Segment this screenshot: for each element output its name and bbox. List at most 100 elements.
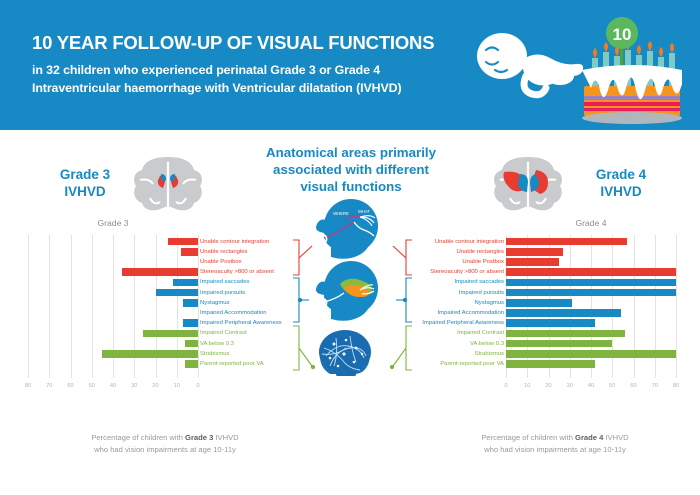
bar-impaired-saccades [506, 278, 676, 287]
bar-parent-reported-poor-va [506, 360, 596, 368]
chart-grade4-plot [506, 235, 677, 378]
bar-label: Strabismus [474, 350, 504, 357]
axis-tick-label: 80 [672, 383, 680, 389]
footer-right-suffix: IVHVD [603, 433, 629, 442]
footer-left-suffix: IVHVD [213, 433, 239, 442]
gridline [176, 235, 178, 378]
footer-right-prefix: Percentage of children with [481, 433, 576, 442]
bar-impaired-peripheral-awareness [506, 319, 596, 327]
page-subtitle-line2: Intraventricular haemorrhage with Ventri… [32, 81, 402, 96]
grade3-label: Grade 3 IVHVD [44, 167, 126, 201]
gridline [49, 235, 51, 378]
gridline [198, 235, 199, 378]
gridline [91, 235, 93, 378]
head-dorsal-ventral-stream: WHERE WHAT [300, 198, 402, 260]
center-heading: Anatomical areas primarily associated wi… [248, 144, 454, 195]
gridline [155, 235, 157, 378]
brain-coronal-grade4-icon [494, 157, 562, 211]
center-heading-line2: associated with different [273, 162, 429, 178]
grade4-label-line2: IVHVD [600, 183, 642, 199]
axis-tick-label: 40 [587, 383, 595, 389]
chart-grade4-title: Grade 4 [575, 218, 607, 228]
bar-strabismus [506, 350, 676, 358]
bar-label: Nystagmus [200, 299, 230, 306]
bottom-band [0, 470, 700, 495]
bar-nystagmus [183, 299, 198, 307]
center-heading-line3: visual functions [300, 179, 402, 195]
gridline [591, 235, 592, 378]
grade4-label: Grade 4 IVHVD [578, 167, 664, 201]
bar-unable-contour-integration [168, 237, 198, 246]
bar-label: Unable rectangles [200, 248, 248, 255]
footer-right-bold: Grade 4 [575, 433, 604, 442]
gridline [654, 235, 656, 378]
bar-label: Unable rectangles [456, 248, 504, 255]
brain-coronal-grade3-icon [134, 157, 202, 211]
gridline [70, 235, 72, 378]
bar-label: Impaired Peripheral Awareness [422, 320, 504, 327]
bar-label: Impaired Accommodation [437, 309, 504, 316]
axis-tick-label: 70 [651, 383, 658, 389]
gridline [28, 235, 29, 378]
bar-stereoacuity-800-or-absent [121, 268, 198, 276]
bar-label: Impaired Accommodation [200, 309, 267, 316]
bar-label: Impaired Contrast [200, 330, 247, 337]
bar-unable-postbox [506, 258, 560, 266]
footer-left-prefix: Percentage of children with [91, 433, 186, 442]
bar-label: Impaired pursuits [200, 289, 246, 296]
bar-label: VA below 0.3 [470, 340, 504, 347]
axis-tick-label: 0 [504, 383, 508, 389]
bar-impaired-saccades [172, 278, 198, 287]
page-title: 10 YEAR FOLLOW-UP OF VISUAL FUNCTIONS [32, 32, 435, 53]
axis-tick-label: 40 [109, 383, 117, 389]
axis-tick-label: 30 [131, 383, 138, 389]
what-pathway-label: WHAT [358, 209, 370, 214]
gridline [633, 235, 635, 378]
axis-tick-label: 50 [88, 383, 95, 389]
axis-tick-label: 20 [152, 383, 159, 389]
bar-stereoacuity-800-or-absent [506, 268, 676, 276]
bar-parent-reported-poor-va [185, 360, 198, 368]
gridline [134, 235, 136, 378]
bar-label: Unable contour integration [434, 238, 504, 245]
axis-tick-label: 60 [67, 383, 74, 389]
sleeping-baby-icon [477, 33, 584, 99]
bar-impaired-pursuits [506, 288, 676, 297]
bar-label: Impaired saccades [200, 279, 250, 286]
bar-label: Strabismus [200, 350, 230, 357]
bar-va-below-0-3 [506, 339, 613, 348]
axis-tick-label: 80 [24, 383, 32, 389]
bar-label: Unable Postbox [462, 258, 504, 265]
header-banner: 10 YEAR FOLLOW-UP OF VISUAL FUNCTIONS in… [0, 0, 700, 130]
bar-label: Impaired pursuits [458, 289, 504, 296]
grade4-label-line1: Grade 4 [595, 167, 647, 182]
center-heading-line1: Anatomical areas primarily [266, 145, 436, 160]
header-text-block: 10 YEAR FOLLOW-UP OF VISUAL FUNCTIONS in… [32, 32, 492, 98]
bar-unable-rectangles [181, 248, 198, 256]
head-oculomotor-pathway [300, 260, 402, 322]
bar-impaired-pursuits [155, 288, 198, 297]
bar-unable-contour-integration [506, 237, 628, 246]
bar-label: Stereoacuity >800 or absent [430, 269, 504, 276]
bar-label: Unable contour integration [200, 238, 270, 245]
footer-note-grade4: Percentage of children with Grade 4 IVHV… [430, 432, 680, 456]
axis-tick-label: 20 [545, 383, 552, 389]
head-diagrams-column: WHERE WHAT [300, 198, 402, 383]
head-cortical-network [300, 322, 402, 384]
bar-impaired-contrast [142, 329, 198, 338]
bar-label: VA below 0.3 [200, 340, 234, 347]
main-content: Grade 3 IVHVD Grade 4 IVHVD [0, 130, 700, 495]
bar-impaired-accommodation [506, 309, 621, 317]
bar-va-below-0-3 [185, 339, 198, 348]
chart-grade3-title: Grade 3 [97, 218, 129, 228]
axis-tick-label: 30 [566, 383, 573, 389]
bar-label: Parent-reported poor VA [200, 360, 264, 367]
bar-label: Impaired saccades [454, 279, 504, 286]
where-pathway-label: WHERE [333, 211, 349, 216]
gridline [612, 235, 614, 378]
bar-label: Stereoacuity >800 or absent [200, 269, 274, 276]
gridline [113, 235, 114, 378]
chart-grade3-plot [28, 235, 199, 378]
